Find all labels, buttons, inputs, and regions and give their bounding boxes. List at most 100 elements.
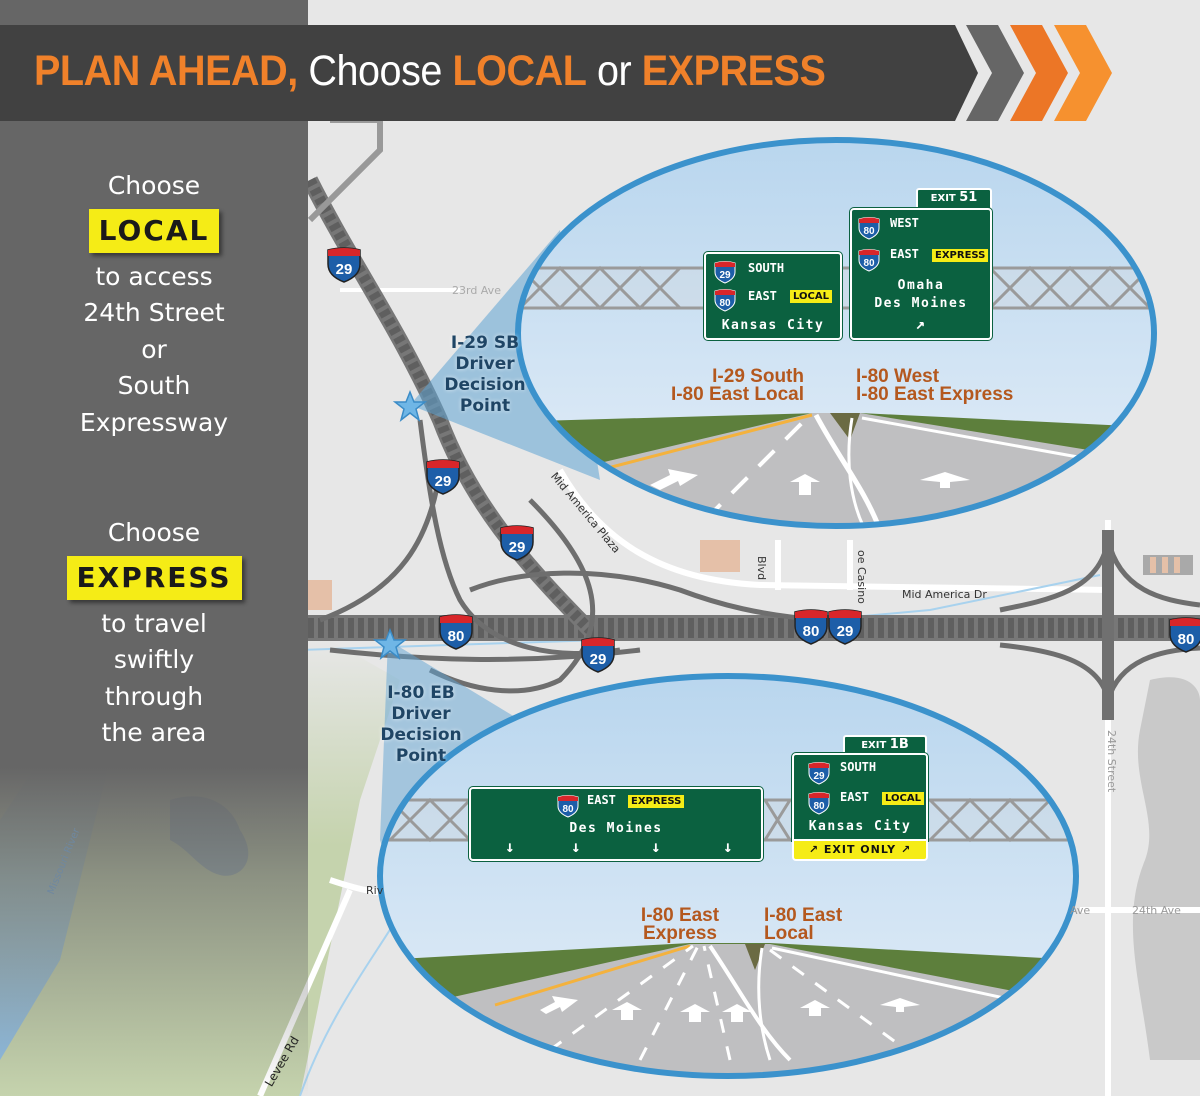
shield-number: 29 xyxy=(837,623,854,640)
express-info-block: Choose EXPRESS to travel swiftly through… xyxy=(0,515,308,752)
building xyxy=(700,540,740,572)
exit-number: 1B xyxy=(889,737,909,752)
local-line: 24th Street xyxy=(83,298,225,327)
local-tag: LOCAL xyxy=(790,290,832,303)
arrow-down-icon: ↓ xyxy=(571,837,581,856)
sign-direction: EAST xyxy=(587,793,616,807)
interstate-shield-80: 80 xyxy=(808,791,830,815)
bottom-perspective-view xyxy=(377,673,1079,1079)
lane-label-line: I-80 East xyxy=(764,905,843,926)
title-banner: PLAN AHEAD, Choose LOCAL or EXPRESS xyxy=(0,25,1112,121)
exit-tab-1b: EXIT 1B xyxy=(843,735,927,755)
banner-bar xyxy=(0,25,978,121)
sign-direction: WEST xyxy=(890,216,919,230)
chevron-icon xyxy=(1054,25,1112,121)
road-label-23rd-ave: 23rd Ave xyxy=(452,284,501,297)
shield-number: 29 xyxy=(435,473,452,490)
road-label-casino: oe Casino xyxy=(855,550,868,604)
sign-destination: Des Moines xyxy=(569,821,663,836)
local-tag: LOCAL xyxy=(882,792,924,805)
interstate-shield-80: 80 xyxy=(793,608,829,646)
shield-number: 80 xyxy=(813,801,825,812)
lane-label-line: Express xyxy=(643,923,717,944)
banner-shape xyxy=(0,25,1112,121)
interstate-shield-29: 29 xyxy=(499,524,535,562)
arrow-up-right-icon: ↗ xyxy=(808,843,820,856)
road-label-blvd: Blvd xyxy=(755,556,768,581)
road-label-ave: Ave xyxy=(1070,904,1091,917)
arrow-down-icon: ↓ xyxy=(505,837,515,856)
sign-direction: SOUTH xyxy=(748,261,785,275)
local-line: to access xyxy=(95,261,213,291)
callout-line: Decision xyxy=(444,375,526,395)
shield-number: 80 xyxy=(719,298,731,309)
interstate-shield-29: 29 xyxy=(827,608,863,646)
title-choose: Choose xyxy=(297,47,453,95)
express-line: to travel xyxy=(101,608,207,638)
shield-number: 80 xyxy=(803,623,820,640)
sign-i80-west-east-express: 80 WEST 80 EAST EXPRESS Omaha Des Moines… xyxy=(850,208,992,340)
local-pill: LOCAL xyxy=(88,208,220,253)
chevron-icon xyxy=(1010,25,1068,121)
shield-number: 29 xyxy=(813,771,825,782)
local-line: or xyxy=(141,334,167,364)
shield-number: 29 xyxy=(336,261,353,278)
lane-label-express: I-80 East Express xyxy=(630,906,730,944)
sign-destination: Kansas City xyxy=(808,819,912,834)
exit-word: EXIT xyxy=(930,193,956,204)
sign-destination: Omaha xyxy=(897,278,945,293)
building xyxy=(306,580,332,610)
shield-number: 80 xyxy=(863,258,875,269)
arrow-up-right-icon: ↗ xyxy=(915,314,927,333)
lane-label-local: I-80 East Local xyxy=(764,905,843,944)
express-pill: EXPRESS xyxy=(66,555,242,600)
title-local: LOCAL xyxy=(452,47,587,95)
chevron-icon xyxy=(966,25,1024,121)
decision-point-star-i80[interactable] xyxy=(372,627,408,660)
decision-point-star-i29[interactable] xyxy=(392,389,428,422)
title-express: EXPRESS xyxy=(641,47,826,95)
gray-area xyxy=(1132,677,1200,1060)
exit-only-panel: ↗ EXIT ONLY ↗ xyxy=(792,839,928,861)
local-line: South xyxy=(117,371,191,400)
shield-number: 80 xyxy=(863,226,875,237)
shield-number: 29 xyxy=(509,539,526,556)
interstate-shield-80: 80 xyxy=(1168,616,1200,654)
express-line: swiftly xyxy=(113,645,195,674)
interstate-shield-29: 29 xyxy=(808,761,830,785)
interstate-shield-80: 80 xyxy=(858,216,880,240)
lane-label-express: I-80 West I-80 East Express xyxy=(856,367,1014,405)
title-plan-ahead: PLAN AHEAD, xyxy=(34,47,298,95)
sign-i29-south-i80-east-local: 29 SOUTH 80 EAST LOCAL Kansas City xyxy=(704,252,842,340)
express-line: through xyxy=(104,681,204,711)
callout-line: I-29 SB xyxy=(450,333,520,353)
road-label-mid-america-dr: Mid America Dr xyxy=(902,588,987,601)
arrow-down-icon: ↓ xyxy=(723,837,733,856)
local-lead: Choose xyxy=(107,171,201,200)
shield-number: 29 xyxy=(719,270,731,281)
lane-label-line: Local xyxy=(764,923,814,944)
sign-direction: EAST xyxy=(840,790,869,804)
lane-label-line: I-80 East Express xyxy=(856,384,1014,405)
callout-line: Driver xyxy=(391,704,451,724)
interstate-shield-29: 29 xyxy=(580,636,616,674)
sign-direction: EAST xyxy=(890,247,919,261)
arrow-down-icon: ↓ xyxy=(651,837,661,856)
callout-line: Decision xyxy=(380,725,462,745)
express-line: the area xyxy=(101,718,207,747)
sign-destination: Des Moines xyxy=(874,296,968,311)
lane-label-local: I-29 South I-80 East Local xyxy=(666,366,804,405)
exit-number: 51 xyxy=(959,190,978,205)
road-label-24th-street: 24th Street xyxy=(1105,730,1118,793)
interstate-shield-29: 29 xyxy=(326,246,362,284)
banner-title: PLAN AHEAD, Choose LOCAL or EXPRESS xyxy=(34,47,826,96)
title-or: or xyxy=(586,47,642,95)
express-lead: Choose xyxy=(107,518,201,547)
shield-number: 80 xyxy=(562,804,574,815)
arrow-up-right-icon: ↗ xyxy=(900,843,912,856)
lane-label-line: I-80 East Local xyxy=(670,384,804,405)
sidebar-panel xyxy=(0,0,308,1096)
callout-line: Point xyxy=(395,746,447,766)
callout-line: I-80 EB xyxy=(387,683,455,703)
lane-label-line: I-29 South xyxy=(712,366,804,387)
